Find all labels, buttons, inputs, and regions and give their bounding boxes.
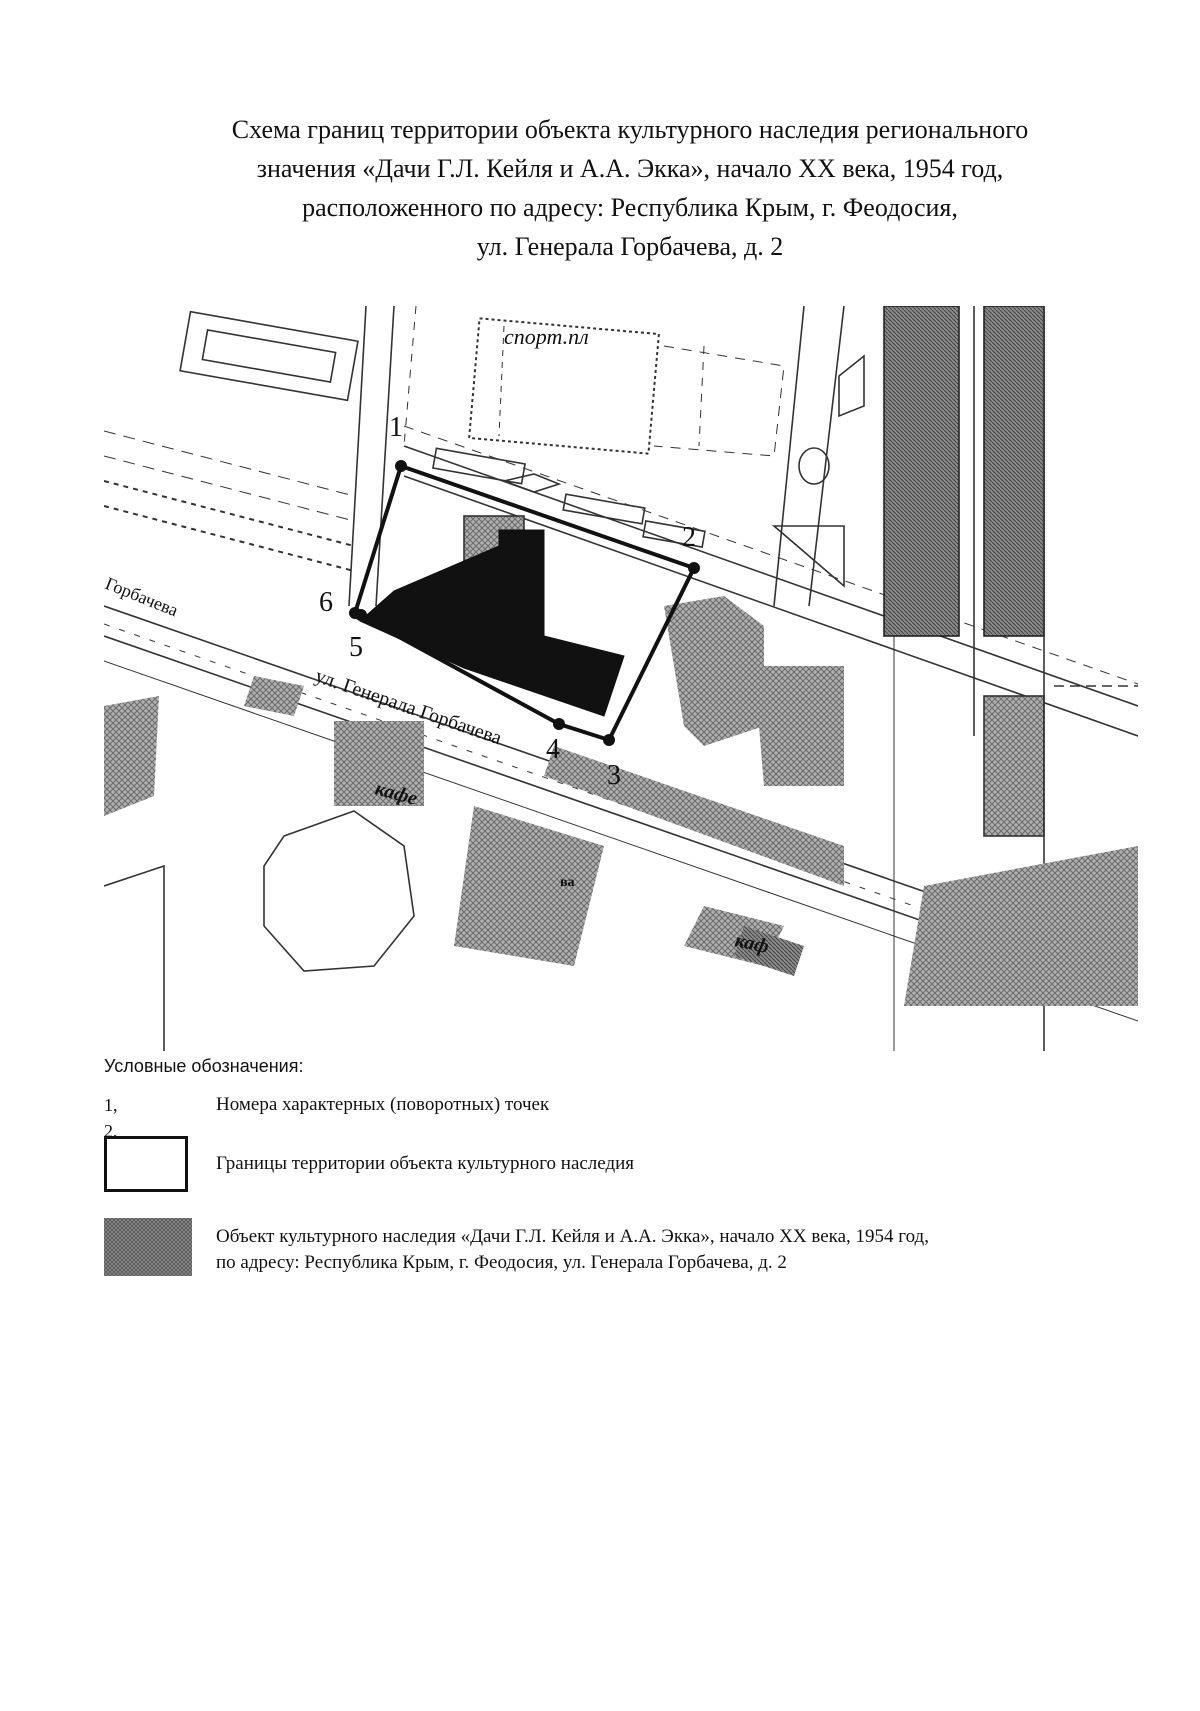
site-map: 1 2 3 4 5 6 спорт.пл ул. Генерала Горбач… (104, 306, 1138, 1051)
boundary-point-4 (553, 718, 565, 730)
building-label: ва (560, 875, 575, 890)
point-label-1: 1 (389, 412, 403, 443)
legend-object-desc-1: Объект культурного наследия «Дачи Г.Л. К… (216, 1226, 929, 1247)
boundary-point-3 (603, 734, 615, 746)
legend-boundary-desc: Границы территории объекта культурного н… (216, 1153, 635, 1174)
street-label-left: Горбачева (104, 573, 181, 620)
point-label-5: 5 (349, 632, 363, 663)
sport-field (468, 317, 785, 457)
title-line-3: расположенного по адресу: Республика Кры… (302, 193, 958, 222)
point-label-4: 4 (546, 734, 560, 765)
boundary-point-6 (349, 607, 361, 619)
territory-boundary (352, 464, 697, 743)
surrounding-buildings (104, 596, 1138, 1006)
point-label-3: 3 (607, 760, 621, 791)
legend-object-symbol (104, 1218, 192, 1276)
point-label-2: 2 (682, 522, 696, 553)
legend-points-desc: Номера характерных (поворотных) точек (216, 1094, 550, 1115)
boundary-point-1 (395, 460, 407, 472)
legend-boundary-symbol (104, 1136, 188, 1192)
title-line-4: ул. Генерала Горбачева, д. 2 (476, 232, 784, 261)
boundary-point-2 (688, 562, 700, 574)
point-label-6: 6 (319, 587, 333, 618)
title-line-1: Схема границ территории объекта культурн… (231, 115, 1029, 144)
sport-label: спорт.пл (504, 324, 589, 349)
map-title: Схема границ территории объекта культурн… (150, 110, 1110, 266)
legend-object-desc-2: по адресу: Республика Крым, г. Феодосия,… (216, 1252, 787, 1273)
legend-heading: Условные обозначения: (104, 1056, 304, 1076)
title-line-2: значения «Дачи Г.Л. Кейля и А.А. Экка», … (256, 154, 1004, 183)
